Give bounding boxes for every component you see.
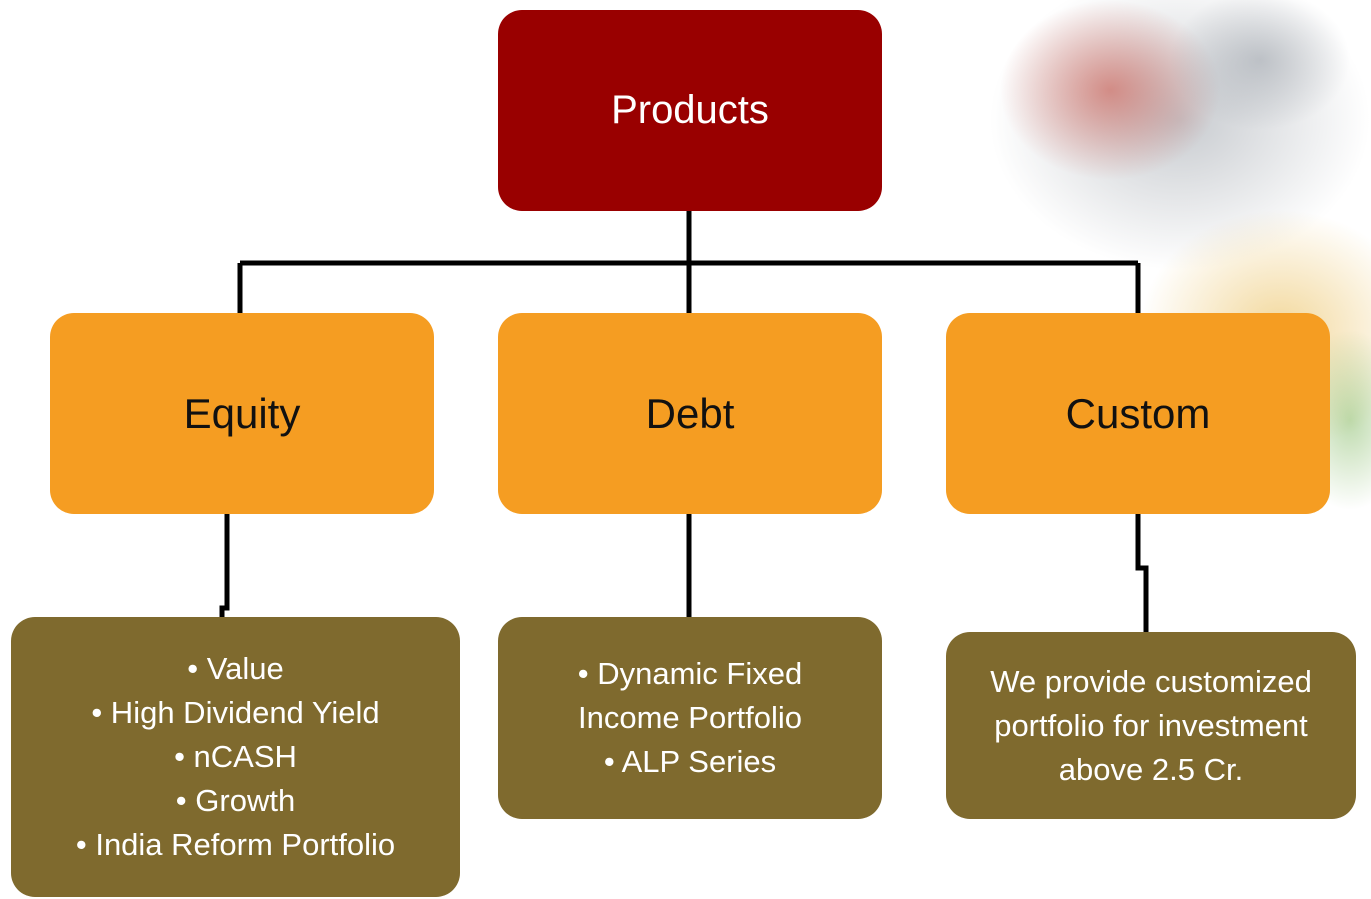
custom-detail-line-2: portfolio for investment (994, 707, 1308, 743)
debt-item-alp-series: • ALP Series (603, 744, 777, 779)
custom-detail-line-3: above 2.5 Cr. (1058, 751, 1244, 787)
equity-box: Equity (50, 313, 434, 514)
products-box: Products (498, 10, 882, 211)
equity-item-high-dividend-yield: • High Dividend Yield (91, 695, 380, 730)
equity-item-ncash: • nCASH (174, 739, 297, 774)
connector-custom-to-detail (1135, 514, 1149, 632)
equity-label: Equity (183, 389, 301, 437)
equity-item-value: • Value (187, 651, 284, 686)
equity-item-growth: • Growth (175, 783, 296, 818)
custom-box: Custom (946, 313, 1330, 514)
products-label: Products (611, 88, 769, 132)
equity-item-india-reform-portfolio: • India Reform Portfolio (75, 827, 396, 862)
custom-detail-box: We provide customized portfolio for inve… (946, 632, 1356, 819)
debt-detail-box: • Dynamic Fixed Income Portfolio • ALP S… (498, 617, 882, 819)
custom-label: Custom (1065, 389, 1211, 437)
debt-box: Debt (498, 313, 882, 514)
debt-label: Debt (645, 389, 735, 437)
custom-detail-line-1: We provide customized (990, 663, 1312, 699)
connector-equity-to-detail (219, 514, 230, 617)
debt-item-dynamic-fixed: • Dynamic Fixed (577, 656, 803, 691)
equity-detail-box: • Value • High Dividend Yield • nCASH • … (11, 617, 460, 897)
debt-item-income-portfolio: Income Portfolio (578, 700, 802, 735)
